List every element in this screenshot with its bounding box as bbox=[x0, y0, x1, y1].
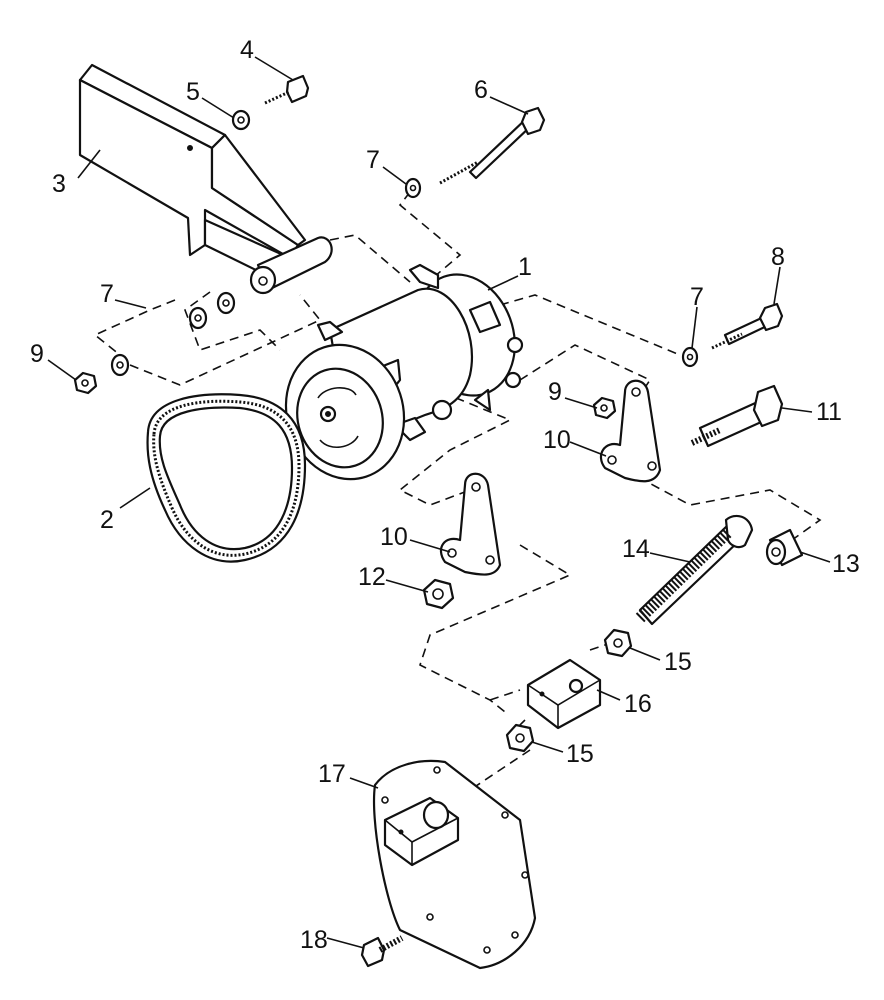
label-belt: 2 bbox=[100, 506, 114, 534]
label-nut-right: 9 bbox=[548, 378, 562, 406]
label-washer-a: 7 bbox=[366, 146, 380, 174]
adjust-screw-part bbox=[635, 514, 754, 626]
label-block: 16 bbox=[624, 690, 652, 718]
label-washer-top: 5 bbox=[186, 78, 200, 106]
block-part bbox=[526, 658, 602, 730]
plate-right-part bbox=[599, 379, 662, 483]
label-bolt-right: 8 bbox=[771, 243, 785, 271]
long-bolt-part bbox=[439, 106, 546, 185]
label-bracket: 3 bbox=[52, 170, 66, 198]
bolt-right-part bbox=[711, 302, 784, 350]
compressor-part bbox=[284, 263, 524, 481]
nuts-15-part bbox=[505, 628, 633, 753]
bolt-bottom-part bbox=[360, 935, 404, 968]
label-bolt-top: 4 bbox=[240, 36, 254, 64]
washer-top-part bbox=[231, 109, 251, 131]
spacer-part bbox=[765, 528, 804, 567]
bracket-part bbox=[78, 63, 333, 295]
assembly-dashed-lines bbox=[93, 191, 822, 801]
leader-lines bbox=[47, 56, 831, 949]
label-nut-center: 12 bbox=[358, 563, 386, 591]
label-nut-left: 9 bbox=[30, 340, 44, 368]
bolt-top-part bbox=[264, 74, 310, 105]
label-washer-c: 7 bbox=[690, 283, 704, 311]
cover-plate-part bbox=[372, 759, 537, 970]
label-adjust-screw: 14 bbox=[622, 535, 650, 563]
nut-center-part bbox=[422, 578, 455, 610]
washers-part bbox=[110, 177, 699, 377]
belt-part bbox=[146, 393, 307, 563]
label-compressor: 1 bbox=[518, 253, 532, 281]
bolt-large-part bbox=[690, 384, 784, 448]
label-long-bolt: 6 bbox=[474, 76, 488, 104]
nuts-9-part bbox=[73, 371, 617, 420]
label-nut-upper: 15 bbox=[664, 648, 692, 676]
plate-center-part bbox=[439, 472, 502, 576]
label-washer-b: 7 bbox=[100, 280, 114, 308]
label-cover-plate: 17 bbox=[318, 760, 346, 788]
part-labels: 1 2 3 4 5 6 7 7 7 8 9 9 10 10 11 12 13 1… bbox=[30, 36, 860, 954]
label-bolt-bottom: 18 bbox=[300, 926, 328, 954]
label-bolt-large: 11 bbox=[816, 398, 842, 426]
label-spacer: 13 bbox=[832, 550, 860, 578]
label-plate-center: 10 bbox=[380, 523, 408, 551]
label-plate-right: 10 bbox=[543, 426, 571, 454]
label-nut-lower: 15 bbox=[566, 740, 594, 768]
